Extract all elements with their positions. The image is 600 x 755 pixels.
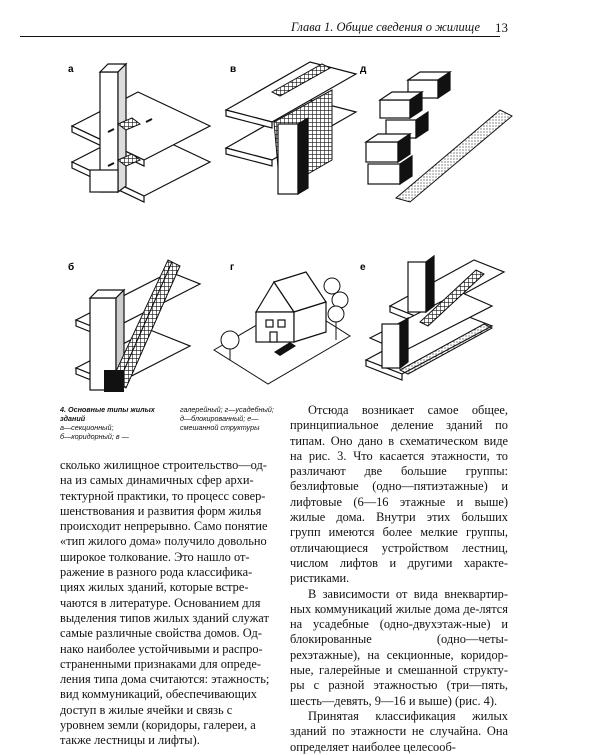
body-line: шенствования и развития форм жилья <box>60 503 262 518</box>
body-line: «тип жилого дома» получило довольно <box>60 534 267 549</box>
caption-item-c: галерейный; г—усадебный; <box>180 405 274 414</box>
page-header: Глава 1. Общие сведения о жилище 13 <box>20 20 508 38</box>
left-column-text: сколько жилищное строительство—од- на из… <box>60 458 278 749</box>
body-line: ления типа дома считаются: этажность; <box>60 672 270 687</box>
right-column-text: Отсюда возникает самое общее, принципиал… <box>290 403 508 755</box>
panel-label-a: а <box>68 64 74 75</box>
paragraph-1: Отсюда возникает самое общее, принципиал… <box>290 403 508 586</box>
body-line: уровнем земли (коридоры, галереи, а <box>60 718 256 733</box>
header-rule <box>20 36 500 37</box>
page-number: 13 <box>495 20 508 35</box>
caption-item-b: б—коридорный; в — <box>60 432 129 441</box>
body-line: происходит непрерывно. Само понятие <box>60 519 268 534</box>
body-line: ражение в разного рода классифика- <box>60 565 253 580</box>
panel-d-blocked: д <box>360 64 513 203</box>
body-line: циях жилых зданий, которые встре- <box>60 580 249 595</box>
figure-building-types: а в д <box>68 61 513 392</box>
body-line: чаются в литературе. Основанием для <box>60 595 261 610</box>
caption-item-d: д—блокированный; е— <box>180 414 259 423</box>
body-line: вид коммуникаций, обеспечивающих <box>60 687 257 702</box>
panel-label-b: б <box>68 261 74 273</box>
panel-label-d: д <box>360 64 367 75</box>
body-line: на из самых динамичных сфер архи- <box>60 473 254 488</box>
panel-label-e: е <box>360 262 366 273</box>
body-line: также лестницы и лифты). <box>60 733 200 748</box>
panel-e-mixed: е <box>360 254 506 381</box>
body-line: широкое толкование. Это нашло от- <box>60 549 250 564</box>
caption-item-a: а—секционный; <box>60 423 114 432</box>
caption-title: 4. Основные типы жилых зданий <box>60 405 155 423</box>
body-line: самые различные свойства домов. Од- <box>60 626 262 641</box>
body-line: нако наиболее устойчивыми и распро- <box>60 641 263 656</box>
paragraph-2: В зависимости от вида внеквартир-ных ком… <box>290 586 508 708</box>
figure-caption-left: 4. Основные типы жилых зданий а—секционн… <box>60 405 170 441</box>
body-line: страненными признаками для опреде- <box>60 656 262 671</box>
panel-label-v: в <box>230 64 236 75</box>
body-line: тектурной практики, то процесс совер- <box>60 488 266 503</box>
body-line: выделения типов жилых зданий служат <box>60 610 269 625</box>
panel-a-sectional: а <box>68 62 212 203</box>
body-line: доступ в жилые ячейки и связь с <box>60 702 233 717</box>
body-line: сколько жилищное строительство—од- <box>60 458 267 472</box>
panel-g-manor: г <box>213 262 351 385</box>
panel-b-corridor: б <box>68 259 202 392</box>
chapter-title: Глава 1. Общие сведения о жилище <box>290 20 480 34</box>
caption-item-e: смешанной структуры <box>180 423 260 432</box>
figure-caption-right: галерейный; г—усадебный; д—блокированный… <box>180 405 290 432</box>
paragraph-3: Принятая классификация жилых зданий по э… <box>290 708 508 754</box>
panel-v-gallery: в <box>224 61 358 196</box>
panel-label-g: г <box>230 262 234 273</box>
